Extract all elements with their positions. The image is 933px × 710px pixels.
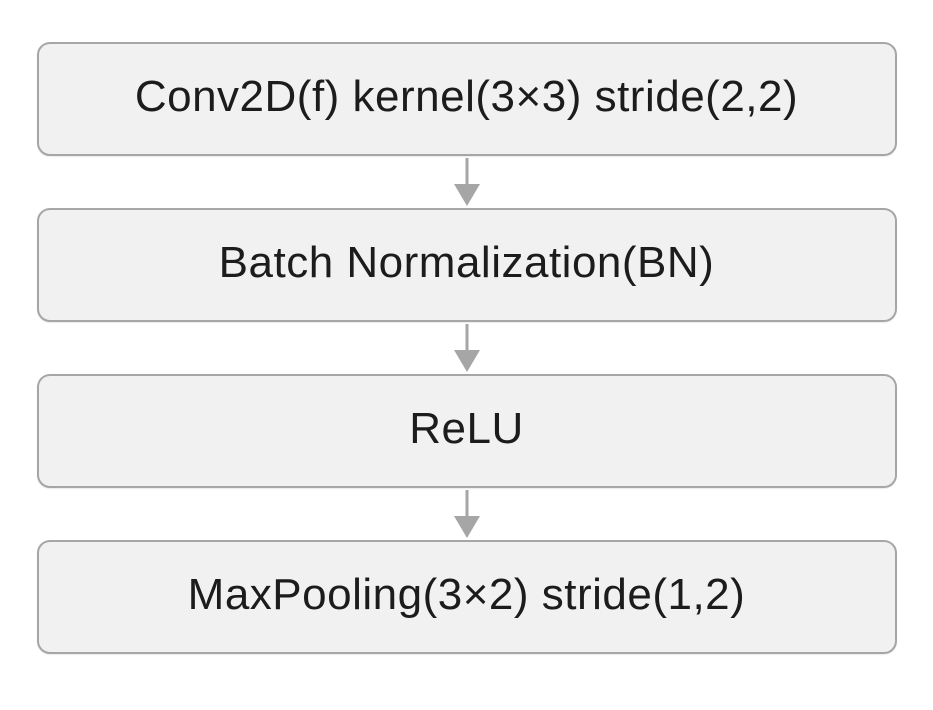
down-arrow-icon <box>453 490 480 538</box>
node-conv2d-label: Conv2D(f) kernel(3×3) stride(2,2) <box>134 72 799 121</box>
down-arrow-icon <box>453 324 480 372</box>
node-conv2d: Conv2D(f) kernel(3×3) stride(2,2) <box>36 42 897 156</box>
node-relu: ReLU <box>36 374 897 488</box>
down-arrow-icon <box>453 158 480 206</box>
node-maxpooling-label: MaxPooling(3×2) stride(1,2) <box>187 570 746 619</box>
node-batch-normalization-label: Batch Normalization(BN) <box>218 238 715 287</box>
node-relu-label: ReLU <box>409 404 524 453</box>
node-batch-normalization: Batch Normalization(BN) <box>36 208 897 322</box>
node-maxpooling: MaxPooling(3×2) stride(1,2) <box>36 540 897 654</box>
